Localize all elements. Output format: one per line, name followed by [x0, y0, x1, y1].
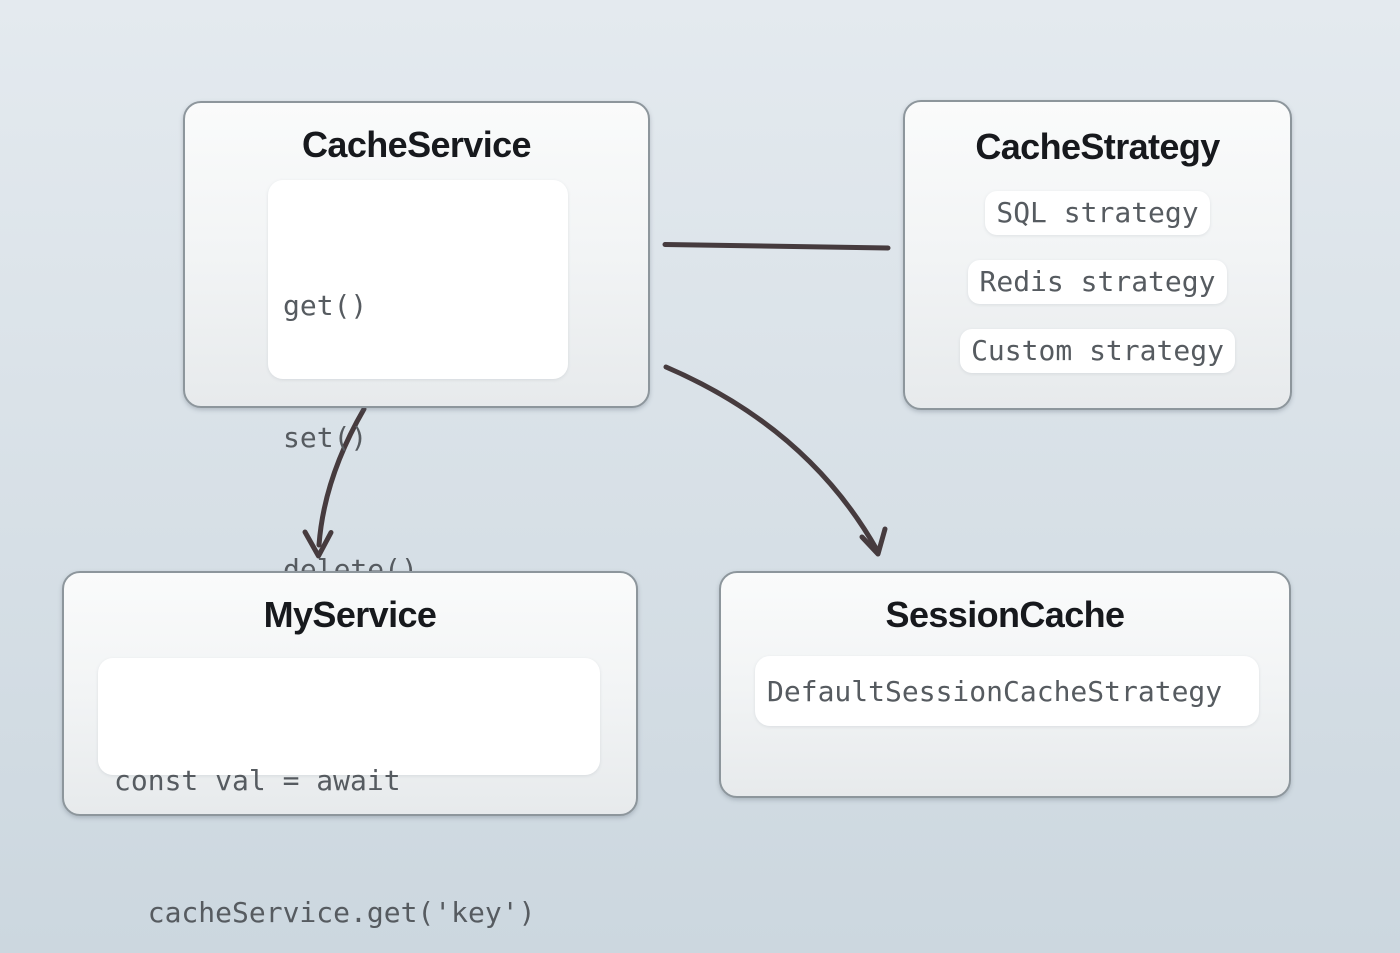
code-line-1: const val = await: [114, 764, 401, 797]
pill-custom-strategy: Custom strategy: [960, 329, 1235, 373]
cache-service-title: CacheService: [302, 124, 532, 165]
connector-cacheservice-cachestrategy: [662, 242, 891, 251]
method-get: get(): [283, 289, 368, 322]
session-cache-code-block: DefaultSessionCacheStrategy: [755, 656, 1259, 726]
pill-redis-strategy: Redis strategy: [968, 260, 1227, 304]
cache-service-methods-block: get() set() delete() invalidateTags(): [268, 180, 568, 718]
my-service-code-block: const val = await cacheService.get('key'…: [98, 658, 600, 929]
method-set: set(): [283, 421, 368, 454]
node-my-service: MyService const val = await cacheService…: [62, 571, 638, 929]
my-service-title: MyService: [263, 594, 437, 635]
arrowhead-down-right-icon: [859, 526, 888, 557]
node-cache-strategy: CacheStrategy SQL strategy Redis strateg…: [903, 100, 1292, 410]
cache-strategy-title: CacheStrategy: [975, 126, 1220, 167]
session-cache-title: SessionCache: [885, 594, 1126, 635]
node-cache-service: CacheService get() set() delete() invali…: [183, 101, 650, 718]
arrow-cacheservice-sessioncache-shaft: [663, 364, 880, 553]
default-session-cache-strategy: DefaultSessionCacheStrategy: [767, 674, 1223, 708]
code-line-2: cacheService.get('key'): [114, 896, 536, 929]
node-session-cache: SessionCache DefaultSessionCacheStrategy: [719, 571, 1291, 798]
pill-sql-strategy: SQL strategy: [985, 191, 1210, 235]
strategy-pill-list: SQL strategy Redis strategy Custom strat…: [905, 191, 1290, 373]
